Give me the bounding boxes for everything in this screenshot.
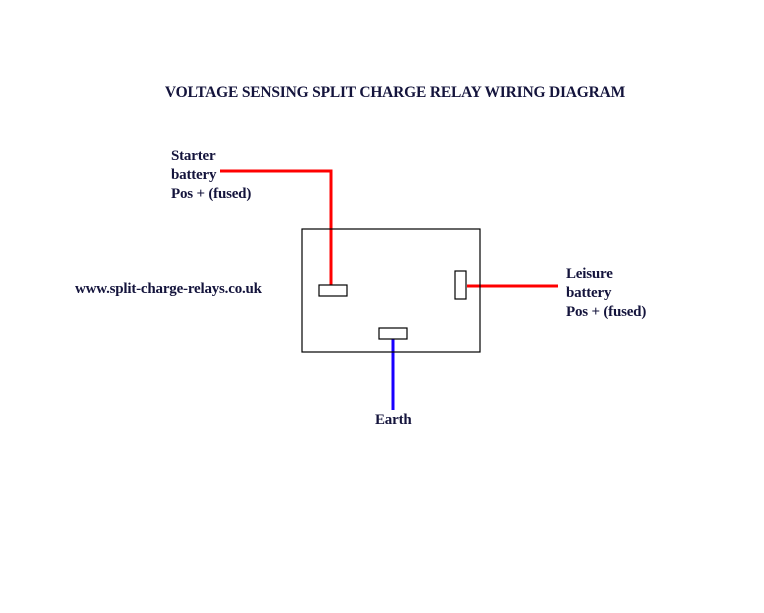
starter-label-line-1: Starter — [171, 148, 216, 164]
leisure-label-line-1: Leisure — [566, 266, 613, 282]
leisure-label-line-3: Pos + (fused) — [566, 304, 647, 320]
starter-label-line-2: battery — [171, 167, 217, 183]
starter-terminal — [318, 284, 348, 297]
starter-battery-label: Starter battery Pos + (fused) — [171, 147, 251, 204]
starter-battery-wire — [220, 169, 333, 285]
diagram-title: VOLTAGE SENSING SPLIT CHARGE RELAY WIRIN… — [164, 84, 626, 101]
earth-terminal — [378, 327, 408, 340]
earth-label: Earth — [375, 412, 412, 428]
leisure-battery-label: Leisure battery Pos + (fused) — [566, 265, 646, 322]
leisure-terminal — [454, 270, 467, 300]
leisure-label-line-2: battery — [566, 285, 612, 301]
relay-body — [301, 228, 481, 353]
website-label: www.split-charge-relays.co.uk — [75, 281, 262, 297]
starter-label-line-3: Pos + (fused) — [171, 186, 252, 202]
